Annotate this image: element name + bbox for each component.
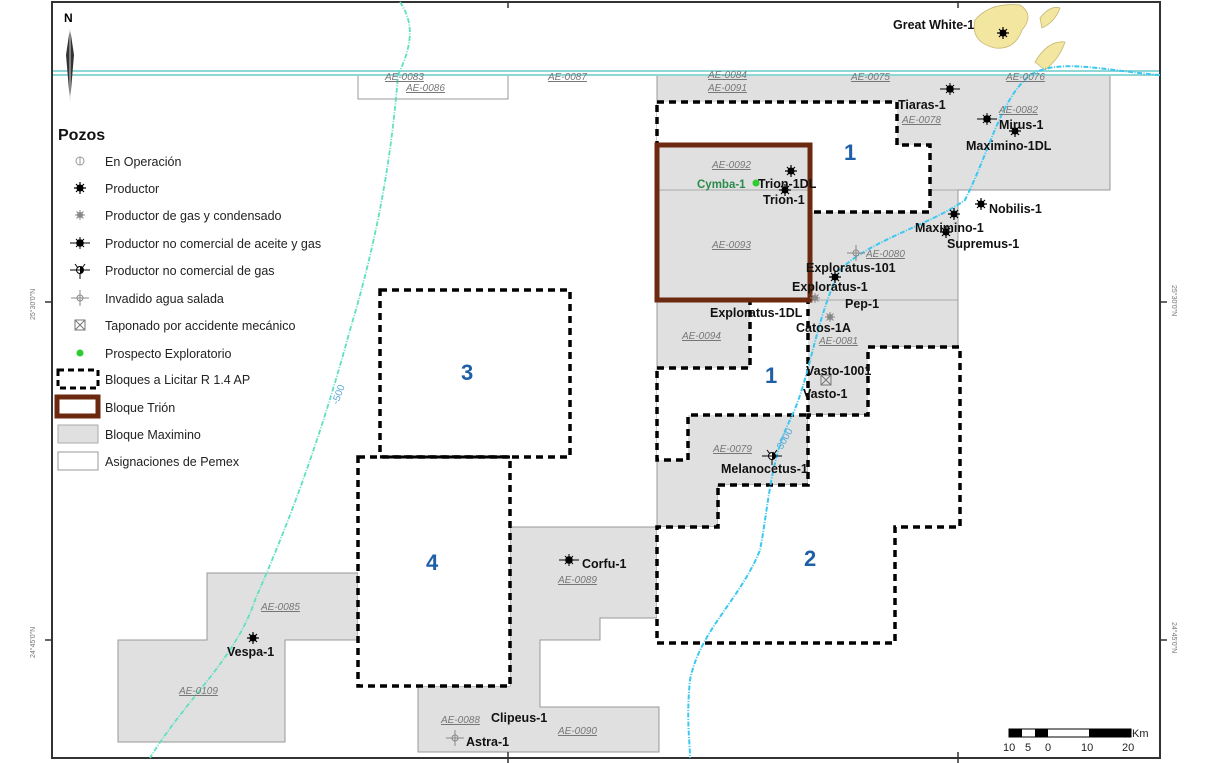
scale-unit: Km — [1132, 728, 1149, 740]
legend: Pozos En Operación Productor Productor d… — [54, 127, 321, 471]
ae-label: AE-0109 — [178, 686, 218, 697]
ae-label: AE-0089 — [557, 575, 597, 586]
ae-label: AE-0075 — [850, 72, 890, 83]
contour-500 — [149, 1, 411, 759]
well-label: Exploratus-1DL — [710, 306, 803, 320]
well-label: Melanocetus-1 — [721, 462, 808, 476]
well-label: Pep-1 — [845, 297, 879, 311]
legend-label: Bloque Trión — [105, 401, 175, 415]
ae-label: AE-0085 — [260, 602, 300, 613]
ae-label: AE-0082 — [998, 105, 1038, 116]
ae-label: AE-0086 — [405, 83, 445, 94]
legend-title: Pozos — [58, 127, 105, 144]
well-label: Vasto-1001 — [806, 364, 871, 378]
ae-label: AE-0080 — [865, 249, 905, 260]
block-number: 1 — [765, 363, 777, 388]
ae-label: AE-0088 — [440, 715, 480, 726]
bloque-trion-swatch — [54, 394, 101, 419]
block-3 — [378, 288, 572, 459]
well-label: Vespa-1 — [227, 645, 274, 659]
ae-label: AE-0076 — [1005, 72, 1045, 83]
well-label: Astra-1 — [466, 735, 509, 749]
well-markers — [246, 26, 1022, 747]
latitude-label: 24°45'0"N — [1170, 622, 1178, 653]
ae-label: AE-0078 — [901, 115, 941, 126]
block-number: 1 — [844, 140, 856, 165]
scale-tick: 10 — [1081, 742, 1093, 754]
ae-label: AE-0084 — [707, 70, 747, 81]
bloques-licitar — [356, 100, 962, 688]
north-arrow: N — [64, 11, 74, 102]
well-label: Trion-1DL — [758, 177, 817, 191]
legend-label: Productor no comercial de gas — [105, 264, 275, 278]
north-label: N — [64, 11, 73, 25]
well-label: Clipeus-1 — [491, 711, 547, 725]
bloque-trion — [654, 142, 813, 303]
boundary-line — [53, 70, 1159, 76]
well-label: Trion-1 — [763, 193, 805, 207]
latitude-label: 25°30'0"N — [1170, 285, 1178, 316]
prospecto-icon — [752, 179, 760, 187]
legend-label: Productor no comercial de aceite y gas — [105, 237, 321, 251]
ae-label: AE-0081 — [818, 336, 858, 347]
bloques-licitar-swatch — [56, 368, 100, 390]
ae-label: AE-0083 — [384, 72, 424, 83]
legend-label: Prospecto Exploratorio — [105, 347, 232, 361]
well-label: Exploratus-1 — [792, 280, 868, 294]
latitude-label: 24°45'0"N — [29, 627, 37, 658]
well-label: Exploratus-101 — [806, 261, 896, 275]
block-number: 3 — [461, 360, 473, 385]
well-label: Nobilis-1 — [989, 202, 1042, 216]
well-label: Corfu-1 — [582, 557, 626, 571]
legend-label: Invadido agua salada — [105, 292, 224, 306]
well-label: Tiaras-1 — [898, 98, 946, 112]
block-number: 4 — [426, 550, 439, 575]
gas-condensado-icon — [809, 292, 821, 304]
contour-3000 — [687, 65, 1161, 759]
block-2 — [655, 345, 962, 645]
scale-tick: 20 — [1122, 742, 1134, 754]
graticule — [45, 2, 1167, 763]
latitude-label: 25°30'0"N — [29, 289, 37, 320]
legend-label: Productor de gas y condensado — [105, 209, 282, 223]
asignaciones-pemex-swatch — [57, 451, 99, 471]
prospecto-icon — [76, 349, 84, 357]
well-label: Mirus-1 — [999, 118, 1044, 132]
ae-label: AE-0094 — [681, 331, 721, 342]
legend-label: Asignaciones de Pemex — [105, 455, 240, 469]
well-label: Catos-1A — [796, 321, 851, 335]
gas-condensado-icon — [74, 209, 86, 221]
bloque-maximino-swatch — [57, 424, 99, 444]
ae-label: AE-0091 — [707, 83, 747, 94]
block-1-lower — [655, 298, 810, 462]
well-label: Supremus-1 — [947, 237, 1019, 251]
ae-label: AE-0093 — [711, 240, 751, 251]
well-label: Vasto-1 — [803, 387, 848, 401]
ae-label: AE-0079 — [712, 444, 752, 455]
ae-label: AE-0090 — [557, 726, 597, 737]
scale-tick: 5 — [1025, 742, 1031, 754]
scale-tick: 0 — [1045, 742, 1051, 754]
well-label: Cymba-1 — [697, 179, 746, 191]
legend-label: Bloque Maximino — [105, 428, 201, 442]
well-label: Great White-1 — [893, 18, 974, 32]
block-number: 2 — [804, 546, 816, 571]
islands — [973, 4, 1066, 71]
legend-label: Productor — [105, 182, 159, 196]
well-label: Maximino-1DL — [966, 139, 1052, 153]
scale-tick: 10 — [1003, 742, 1015, 754]
asignacion-pemex-area — [357, 74, 509, 100]
legend-label: En Operación — [105, 155, 181, 169]
ae-label: AE-0092 — [711, 160, 751, 171]
ae-label: AE-0087 — [547, 72, 587, 83]
legend-label: Taponado por accidente mecánico — [105, 319, 295, 333]
legend-label: Bloques a Licitar R 1.4 AP — [105, 373, 250, 387]
scale-bar: Km 10 5 0 10 20 — [1003, 728, 1149, 754]
well-label: Maximino-1 — [915, 221, 984, 235]
